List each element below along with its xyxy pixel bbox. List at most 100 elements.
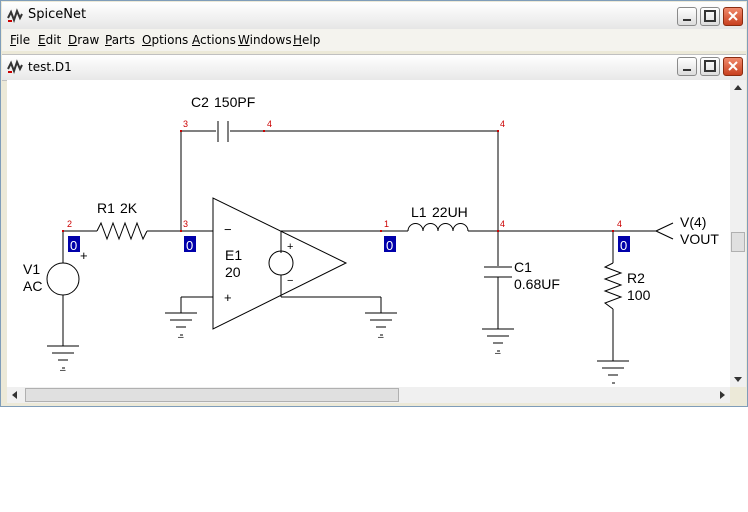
vout-label-line2: VOUT [680,231,719,247]
horizontal-scroll-thumb[interactable] [25,388,399,402]
voltage-readouts: 0 0 0 0 [68,236,630,253]
app-titlebar[interactable]: SpiceNet [2,2,746,30]
ground-symbols [47,312,629,384]
node-num-l1-left: 1 [384,219,389,229]
schematic-canvas[interactable]: 3 4 4 2 3 1 4 4 0 0 0 0 [7,80,730,387]
app-maximize-button[interactable] [700,7,720,26]
r1-name: R1 [97,200,115,216]
e1-src-plus-mark: + [287,241,293,253]
scrollbar-corner [730,387,746,403]
menu-bar: File Edit Draw Parts Options Actions Win… [2,29,746,51]
menu-options[interactable]: Options [142,33,189,47]
e1-value: 20 [225,264,241,280]
doc-maximize-button[interactable] [700,57,720,76]
ground-opamp-plus [165,312,197,336]
node-num-r1-left: 2 [67,219,72,229]
menu-windows[interactable]: Windows [238,33,292,47]
document-title: test.D1 [28,60,72,74]
scroll-right-button[interactable] [714,387,730,403]
scroll-down-button[interactable] [730,371,746,387]
e1-opamp-triangle [212,197,348,330]
ground-v1-tick: – [60,365,66,376]
vertical-scroll-thumb[interactable] [731,232,745,252]
horizontal-scrollbar[interactable] [7,387,730,403]
readout-vout-box[interactable] [618,236,630,252]
v1-name: V1 [23,261,40,277]
readout-v1-box[interactable] [68,236,80,252]
ground-r2 [597,360,629,384]
app-close-button[interactable] [723,7,743,26]
scroll-left-button[interactable] [7,387,23,403]
scroll-up-button[interactable] [730,80,746,96]
node-num-l1-right: 4 [500,219,505,229]
app-minimize-button[interactable] [677,7,697,26]
app-title: SpiceNet [28,7,87,22]
spicenet-app-icon [7,8,23,23]
l1-value: 22UH [432,204,468,220]
maximize-icon [704,60,716,72]
c1-name: C1 [514,259,532,275]
minimize-icon [683,69,691,71]
close-icon [728,61,738,71]
node-dots [62,130,614,232]
ground-out-tick: – [378,332,384,343]
e1-name: E1 [225,247,242,263]
node-num-vout: 4 [617,219,622,229]
menu-draw[interactable]: Draw [68,33,100,47]
v1-value: AC [23,278,42,294]
schematic-drawing: 3 4 4 2 3 1 4 4 0 0 0 0 [23,94,719,384]
node-num-r1-right: 3 [183,219,188,229]
e1-src-minus-mark: − [287,275,293,287]
e1-minus-mark: − [224,222,232,237]
vout-arrow-bottom [655,230,674,240]
arrow-up-icon [734,85,742,90]
readout-opamp-in: 0 [186,238,193,253]
maximize-icon [704,10,716,22]
doc-minimize-button[interactable] [677,57,697,76]
arrow-right-icon [720,391,725,399]
e1-inner-source [268,250,294,276]
vout-label-line1: V(4) [680,214,706,230]
readout-opamp-out: 0 [386,238,393,253]
v1-source-symbol [46,262,80,296]
c2-value: 150PF [214,94,255,110]
menu-parts[interactable]: Parts [105,33,135,47]
ground-c1 [482,328,514,352]
vout-arrow-top [655,222,674,232]
ground-opamp-out [365,312,397,336]
menu-actions[interactable]: Actions [192,33,236,47]
c2-name: C2 [191,94,209,110]
vertical-scrollbar[interactable] [730,80,746,387]
v1-plus-mark: + [80,248,88,263]
node-num-c2-right: 4 [267,119,272,129]
node-num-top-right: 4 [500,119,505,129]
document-icon [7,59,23,74]
arrow-down-icon [734,377,742,382]
r1-resistor [96,221,148,241]
ground-plus-tick: – [178,332,184,343]
readout-opamp-out-box[interactable] [384,236,396,252]
doc-close-button[interactable] [723,57,743,76]
c1-value: 0.68UF [514,276,560,292]
l1-name: L1 [411,204,427,220]
l1-inductor [407,223,469,232]
arrow-left-icon [12,391,17,399]
spicenet-window: SpiceNet File Edit Draw Parts Options Ac… [0,0,748,407]
ground-c1-tick: – [495,348,501,359]
document-titlebar[interactable]: test.D1 [2,54,746,81]
readout-opamp-in-box[interactable] [184,236,196,252]
r1-value: 2K [120,200,138,216]
close-icon [728,11,738,21]
minimize-icon [683,19,691,21]
menu-file[interactable]: File [10,33,31,47]
e1-plus-mark: + [224,290,232,305]
menu-edit[interactable]: Edit [38,33,62,47]
r2-name: R2 [627,270,645,286]
ground-v1 [47,345,79,369]
node-num-c2-left: 3 [183,119,188,129]
r2-resistor [603,262,623,310]
r2-value: 100 [627,287,651,303]
readout-v1: 0 [70,238,77,253]
menu-help[interactable]: Help [293,33,321,47]
readout-vout: 0 [620,238,627,253]
